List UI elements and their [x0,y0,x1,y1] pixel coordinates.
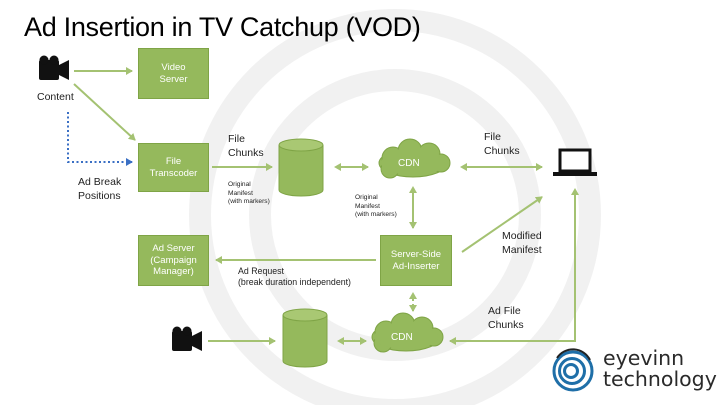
database-cylinder-icon [278,138,324,197]
ad-file-chunks-label: Ad File Chunks [488,305,524,331]
file-chunks-label-right: File Chunks [484,131,520,157]
modified-manifest-label: Modified Manifest [502,230,542,256]
arrow-content-to-transcoder [73,83,136,141]
video-camera-icon [39,55,69,80]
video-camera-icon [172,326,202,351]
arrow-laptop-cdn-bottom [449,188,579,345]
ad-break-positions-label: Ad Break Positions [78,176,122,202]
page-title: Ad Insertion in TV Catchup (VOD) [24,12,421,42]
laptop-icon [553,148,597,176]
cdn-cloud-top [378,138,451,179]
cdn-top-label: CDN [398,158,420,169]
file-transcoder-box: File Transcoder [138,143,209,192]
original-manifest-label-1: Original Manifest (with markers) [228,181,270,206]
cdn-cloud-bottom [371,312,444,353]
eyevinn-logo-icon [552,348,594,392]
video-server-box: Video Server [138,48,209,99]
ad-request-label: Ad Request (break duration independent) [238,266,351,288]
brand-wordmark: eyevinn technology [603,346,717,391]
database-cylinder-icon [282,308,328,368]
file-chunks-label-left: File Chunks [228,133,264,159]
ad-server-box: Ad Server (Campaign Manager) [138,235,209,286]
original-manifest-label-2: Original Manifest (with markers) [355,194,397,219]
server-side-ad-inserter-box: Server-Side Ad-Inserter [380,235,452,286]
dotted-ad-break-positions-arrow [67,112,133,166]
cdn-bottom-label: CDN [391,332,413,343]
content-label: Content [37,91,74,103]
